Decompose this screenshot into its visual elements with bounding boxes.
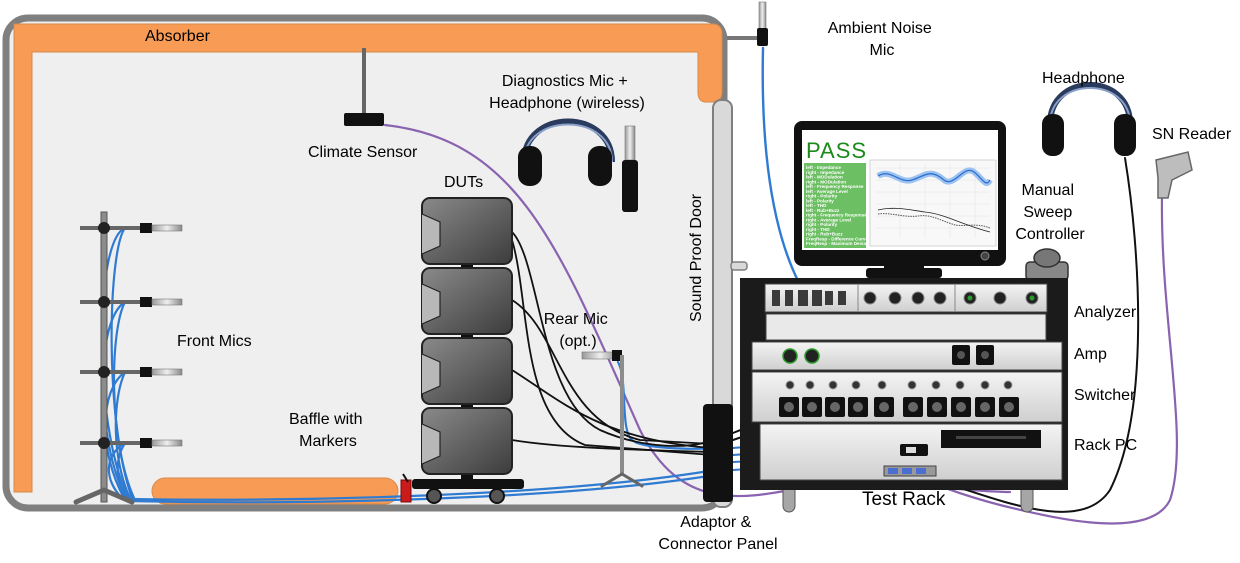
mic-arm-3 (80, 366, 183, 378)
dut-2 (421, 267, 513, 335)
dut-1 (421, 197, 513, 265)
dut-3 (421, 337, 513, 405)
analyzer-label: Analyzer (1074, 304, 1137, 321)
result-line: right - Rub+Buzz (806, 232, 843, 237)
manual-sweep-controller-icon (1025, 248, 1069, 281)
mic-stand-base (73, 487, 135, 505)
cable-headphone (929, 157, 1140, 513)
test-rack-label: Test Rack (862, 489, 946, 510)
labels: Absorber Ambient Noise Mic Diagnostics M… (145, 20, 1232, 553)
switcher-unit (751, 371, 1063, 423)
result-line: right - Frequency Response (806, 213, 867, 218)
dut-cart-base (412, 479, 524, 489)
mic-stand-pole (100, 211, 108, 503)
result-line: right - Impedance (806, 170, 845, 175)
front-mics-stand (73, 211, 183, 505)
door-handle (730, 261, 748, 271)
test-rack (740, 278, 1068, 513)
result-line: left - Frequency Response (806, 184, 864, 189)
sn-reader-icon (1155, 151, 1193, 199)
wireless-headphone-icon (518, 118, 615, 186)
result-line: right - Average Level (806, 217, 851, 222)
dut-4 (421, 407, 513, 475)
cable-duts (511, 231, 713, 456)
result-line: right - THD (806, 227, 830, 232)
response-chart (869, 159, 997, 247)
diagnostics-mic-icon (622, 125, 638, 212)
baffle-label: Baffle with Markers (289, 411, 367, 450)
ambient-noise-mic-label: Ambient Noise Mic (828, 20, 937, 59)
absorber-label: Absorber (145, 28, 211, 45)
result-line: left - Rub+Buzz (806, 208, 840, 213)
headphone-label: Headphone (1042, 70, 1125, 87)
monitor-power-icon (980, 251, 990, 261)
ambient-noise-mic (727, 1, 768, 46)
diagnostics-mic-label: Diagnostics Mic + Headphone (wireless) (489, 73, 645, 112)
result-line: right - Polarity (806, 222, 838, 227)
adaptor-panel-label: Adaptor & Connector Panel (658, 514, 777, 553)
sn-reader-label: SN Reader (1152, 126, 1232, 143)
result-line: right - Polarity (806, 194, 838, 199)
duts-label: DUTs (444, 174, 483, 191)
result-line: left - MODulation (806, 175, 843, 180)
dut-cart-wheel (489, 488, 505, 504)
result-line: FreqResp - Maximum Deviation (806, 241, 875, 246)
sound-proof-door-label: Sound Proof Door (688, 193, 705, 322)
headphone-icon (1042, 82, 1136, 156)
result-line: left - Impedance (806, 165, 841, 170)
front-mics-label: Front Mics (177, 333, 252, 350)
adaptor-connector-panel (703, 404, 733, 502)
mic-arm-2 (80, 296, 183, 308)
rack-pc-unit (759, 423, 1063, 481)
manual-sweep-controller-label: Manual Sweep Controller (1015, 182, 1085, 243)
mic-arm-4 (80, 437, 183, 449)
dut-stack (412, 197, 524, 504)
rear-mic (581, 350, 644, 488)
mic-arm-1 (80, 222, 183, 234)
result-line: left - Average Level (806, 189, 848, 194)
result-line: left - Polarity (806, 198, 834, 203)
rack-pc-label: Rack PC (1074, 437, 1137, 454)
result-line: FreqResp - Difference Curve (806, 236, 868, 241)
climate-sensor (344, 48, 384, 126)
baffle-marker (400, 473, 412, 503)
climate-sensor-label: Climate Sensor (308, 144, 418, 161)
switcher-label: Switcher (1074, 387, 1136, 404)
amp-unit (751, 341, 1063, 371)
result-line: left - THD (806, 203, 827, 208)
results-panel (804, 163, 866, 248)
result-line: right - MODulation (806, 179, 846, 184)
amp-label: Amp (1074, 346, 1107, 363)
cable-sn-reader (903, 193, 1178, 525)
analyzer-unit (764, 283, 1048, 341)
rear-mic-label: Rear Mic (opt.) (544, 311, 612, 350)
pass-status: PASS (806, 138, 867, 163)
dut-cart-wheel (426, 488, 442, 504)
